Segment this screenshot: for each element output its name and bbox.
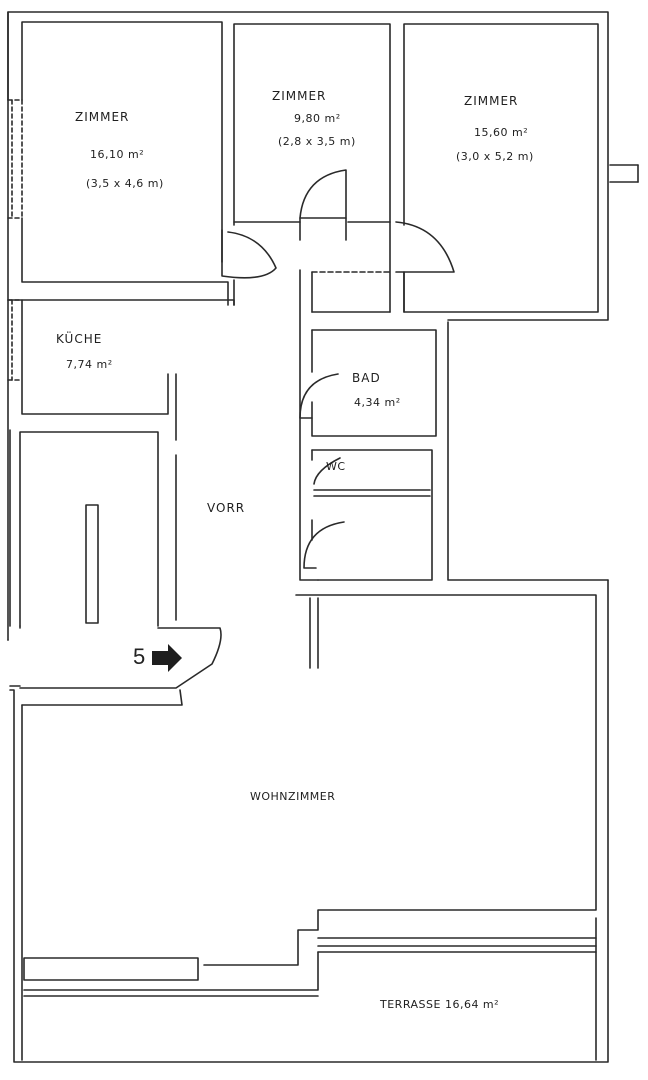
zimmer-2-area: 9,80 m² <box>294 112 341 125</box>
zimmer-3-name: ZIMMER <box>464 94 519 108</box>
zimmer-3-area: 15,60 m² <box>474 126 529 139</box>
bad-name: BAD <box>352 371 381 385</box>
bad-area: 4,34 m² <box>354 396 401 409</box>
room-wohnzimmer-walls <box>21 594 597 1061</box>
kueche-area: 7,74 m² <box>66 358 113 371</box>
zimmer-1-dimensions: (3,5 x 4,6 m) <box>86 177 164 190</box>
arrow-right-icon <box>152 644 182 672</box>
zimmer-1-name: ZIMMER <box>75 110 130 124</box>
wohnzimmer-name: WOHNZIMMER <box>250 790 336 803</box>
entrance-number: 5 <box>133 644 146 669</box>
left-block-walls <box>9 429 177 627</box>
room-zimmer-2-walls <box>233 23 391 241</box>
kueche-name: KÜCHE <box>56 332 103 346</box>
zimmer-2-name: ZIMMER <box>272 89 327 103</box>
zimmer-3-dimensions: (3,0 x 5,2 m) <box>456 150 534 163</box>
room-zimmer-3-walls <box>311 23 599 313</box>
entrance-outline <box>9 625 222 689</box>
room-zimmer-1-walls <box>7 21 235 306</box>
terrasse-label: TERRASSE 16,64 m² <box>380 998 500 1011</box>
zimmer-1-area: 16,10 m² <box>90 148 145 161</box>
vorr-name: VORR <box>207 501 246 515</box>
wc-name: WC <box>326 460 346 473</box>
outer-walls <box>7 11 639 1063</box>
door-swings <box>221 169 455 569</box>
terrasse-rails <box>23 937 597 997</box>
zimmer-2-dimensions: (2,8 x 3,5 m) <box>278 135 356 148</box>
room-kueche-walls <box>7 299 235 441</box>
core-walls <box>299 269 437 581</box>
